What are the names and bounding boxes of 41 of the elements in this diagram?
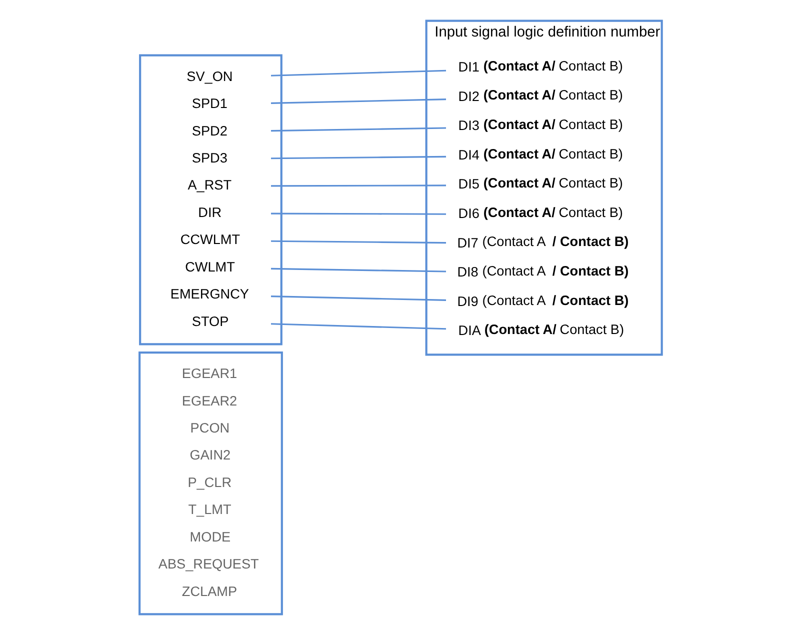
connector [270, 323, 446, 330]
connector [270, 127, 446, 132]
node-text: DIA (Contact A/ Contact B) [458, 322, 624, 338]
node-text: MODE [190, 529, 231, 544]
node-text: EGEAR1 [182, 366, 238, 382]
node-text: GAIN2 [190, 448, 231, 463]
node-text: STOP [192, 314, 229, 329]
node-text: DI3 (Contact A/ Contact B) [458, 117, 623, 134]
node-text: DI2 (Contact A/ Contact B) [458, 88, 623, 104]
node-text: ABS_REQUEST [158, 556, 259, 572]
cluster [139, 54, 282, 346]
node-text: DIR [198, 204, 222, 220]
node-text: DI1 (Contact A/ Contact B) [458, 58, 623, 74]
node-text: A_RST [188, 178, 232, 193]
node-text: DI9 (Contact A / Contact B) [457, 292, 629, 309]
node-text: T_LMT [188, 502, 232, 518]
node-text: EMERGNCY [170, 286, 249, 302]
node-text: CCWLMT [180, 232, 240, 248]
node-text: CWLMT [185, 259, 235, 274]
node-text: SPD1 [192, 96, 228, 112]
node-text: DI4 (Contact A/ Contact B) [458, 146, 623, 162]
node-text: DI8 (Contact A / Contact B) [457, 264, 629, 280]
node-text: SV_ON [186, 68, 233, 84]
connector [270, 268, 446, 272]
cluster [138, 352, 283, 616]
connector [270, 212, 446, 215]
connector [270, 240, 446, 244]
node-text: EGEAR2 [182, 393, 238, 408]
node-text: P_CLR [188, 474, 232, 490]
node-text: ZCLAMP [182, 584, 238, 599]
node-text: DI5 (Contact A/ Contact B) [458, 176, 623, 192]
node-text: SPD3 [192, 150, 228, 166]
connector [270, 156, 446, 160]
connector [270, 296, 446, 301]
node-text: SPD2 [192, 123, 228, 138]
connector [270, 98, 446, 104]
connector [270, 184, 446, 187]
node-text: PCON [190, 420, 230, 436]
node-text: DI6 (Contact A/ Contact B) [458, 204, 623, 221]
node-text: DI7 (Contact A / Contact B) [457, 234, 629, 250]
connector [270, 70, 446, 76]
